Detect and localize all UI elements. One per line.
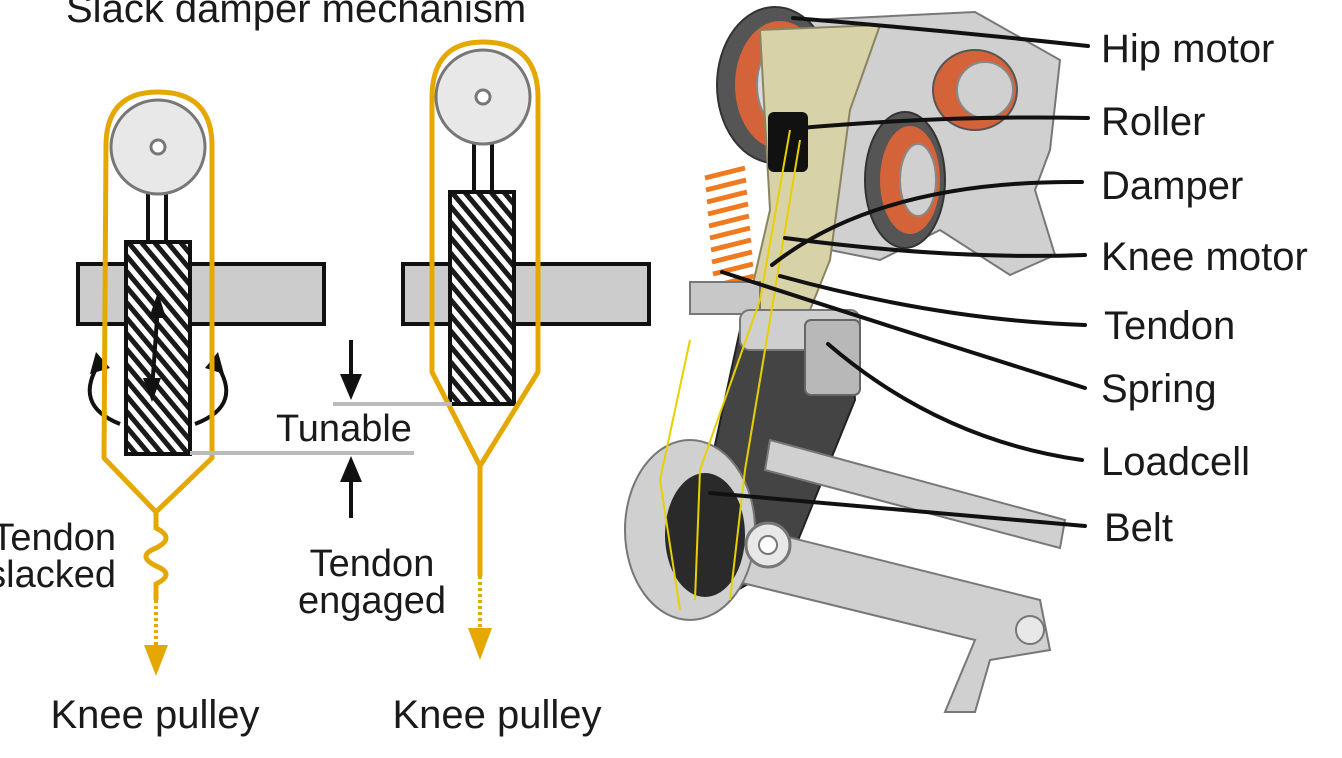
part-label-hip-motor: Hip motor xyxy=(1101,27,1274,71)
part-label-loadcell: Loadcell xyxy=(1101,440,1250,484)
tendon-slacked-label-line2: slacked xyxy=(0,554,116,596)
part-label-belt: Belt xyxy=(1104,506,1173,550)
tendon-engaged-label-line1: Tendon xyxy=(310,543,435,585)
tendon-loop-left xyxy=(101,89,215,515)
tunable-label: Tunable xyxy=(276,408,412,450)
tendon-loop-right xyxy=(429,39,541,469)
tendon-engaged-label-line2: engaged xyxy=(298,580,446,622)
loadcell xyxy=(804,319,861,396)
damper-cylinder-left xyxy=(124,240,192,456)
slack-tendon xyxy=(143,512,169,600)
diagram-title: Slack damper mechanism xyxy=(66,0,526,31)
tendon-strands xyxy=(658,129,801,611)
leader-lines xyxy=(708,16,1090,528)
part-label-damper: Damper xyxy=(1101,164,1243,208)
guide-plate-left xyxy=(76,262,326,326)
part-label-tendon: Tendon xyxy=(1104,304,1235,348)
leg-cad-render xyxy=(624,6,1067,713)
part-labels: Hip motor Roller Damper Knee motor Tendo… xyxy=(1101,27,1308,550)
knee-pulley-label-left: Knee pulley xyxy=(50,693,259,737)
double-arrow-icon xyxy=(150,304,160,391)
spring-coil xyxy=(704,165,755,289)
tunable-arrows xyxy=(340,340,362,518)
slack-unit-right xyxy=(333,39,651,660)
part-label-roller: Roller xyxy=(1101,100,1205,144)
tendon-slacked-label-line1: Tendon xyxy=(0,517,116,559)
part-label-spring: Spring xyxy=(1101,367,1217,411)
guide-plate-right xyxy=(401,262,651,326)
foot-link xyxy=(718,518,1052,713)
knee-pulley-label-right: Knee pulley xyxy=(392,693,601,737)
thigh-link xyxy=(763,438,1067,550)
slack-unit-left xyxy=(76,89,414,676)
damper-cylinder-right xyxy=(448,190,516,406)
part-label-knee-motor: Knee motor xyxy=(1101,235,1308,279)
